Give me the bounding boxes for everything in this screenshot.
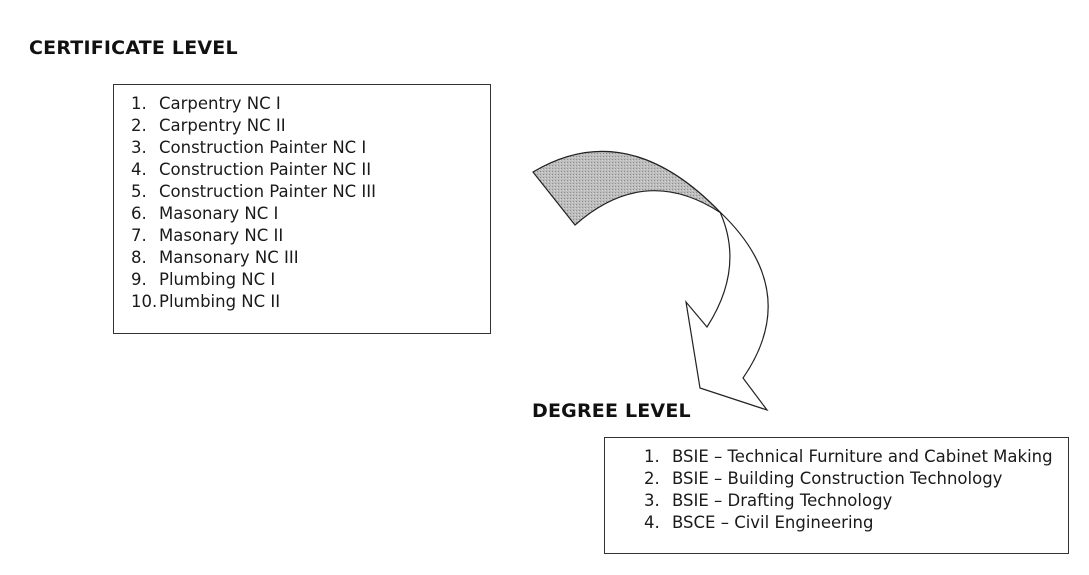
certificate-list: 1. Carpentry NC I 2. Carpentry NC II 3. Con… bbox=[131, 93, 490, 313]
item-number: 5. bbox=[131, 182, 147, 201]
item-number: 3. bbox=[131, 138, 147, 157]
list-item: 2. Carpentry NC II bbox=[131, 115, 490, 137]
list-item: 3. Construction Painter NC I bbox=[131, 137, 490, 159]
item-label: Masonary NC I bbox=[159, 204, 279, 223]
arrow-body bbox=[685, 211, 769, 412]
item-label: Plumbing NC II bbox=[159, 292, 281, 311]
list-item: 1. BSIE – Technical Furniture and Cabinet… bbox=[644, 446, 1068, 468]
list-item: 9. Plumbing NC I bbox=[131, 269, 490, 291]
certificate-level-heading: CERTIFICATE LEVEL bbox=[29, 37, 238, 59]
item-number: 6. bbox=[131, 204, 147, 223]
item-label: Construction Painter NC I bbox=[159, 138, 367, 157]
item-label: BSIE – Technical Furniture and Cabinet M… bbox=[672, 447, 1053, 466]
degree-level-heading: DEGREE LEVEL bbox=[532, 400, 691, 422]
item-label: BSIE – Building Construction Technology bbox=[672, 469, 1003, 488]
list-item: 1. Carpentry NC I bbox=[131, 93, 490, 115]
item-number: 7. bbox=[131, 226, 147, 245]
arrow-band bbox=[532, 150, 722, 226]
item-label: Carpentry NC I bbox=[159, 94, 281, 113]
list-item: 4. BSCE – Civil Engineering bbox=[644, 512, 1068, 534]
item-number: 3. bbox=[644, 491, 660, 510]
item-number: 1. bbox=[644, 447, 660, 466]
degree-list-box: 1. BSIE – Technical Furniture and Cabinet… bbox=[604, 437, 1069, 554]
item-label: Carpentry NC II bbox=[159, 116, 286, 135]
list-item: 8. Mansonary NC III bbox=[131, 247, 490, 269]
list-item: 3. BSIE – Drafting Technology bbox=[644, 490, 1068, 512]
item-label: Masonary NC II bbox=[159, 226, 284, 245]
list-item: 7. Masonary NC II bbox=[131, 225, 490, 247]
degree-list: 1. BSIE – Technical Furniture and Cabinet… bbox=[644, 446, 1068, 534]
list-item: 10.Plumbing NC II bbox=[131, 291, 490, 313]
item-number: 9. bbox=[131, 270, 147, 289]
item-number: 8. bbox=[131, 248, 147, 267]
list-item: 4. Construction Painter NC II bbox=[131, 159, 490, 181]
item-label: BSIE – Drafting Technology bbox=[672, 491, 893, 510]
item-label: Construction Painter NC III bbox=[159, 182, 377, 201]
list-item: 2. BSIE – Building Construction Technolog… bbox=[644, 468, 1068, 490]
item-number: 1. bbox=[131, 94, 147, 113]
item-number: 10. bbox=[131, 292, 158, 311]
item-label: BSCE – Civil Engineering bbox=[672, 513, 874, 532]
certificate-list-box: 1. Carpentry NC I 2. Carpentry NC II 3. Con… bbox=[113, 84, 491, 334]
list-item: 6. Masonary NC I bbox=[131, 203, 490, 225]
item-label: Plumbing NC I bbox=[159, 270, 276, 289]
item-number: 4. bbox=[644, 513, 660, 532]
list-item: 5. Construction Painter NC III bbox=[131, 181, 490, 203]
item-number: 2. bbox=[131, 116, 147, 135]
item-label: Construction Painter NC II bbox=[159, 160, 372, 179]
item-number: 2. bbox=[644, 469, 660, 488]
item-label: Mansonary NC III bbox=[159, 248, 299, 267]
item-number: 4. bbox=[131, 160, 147, 179]
